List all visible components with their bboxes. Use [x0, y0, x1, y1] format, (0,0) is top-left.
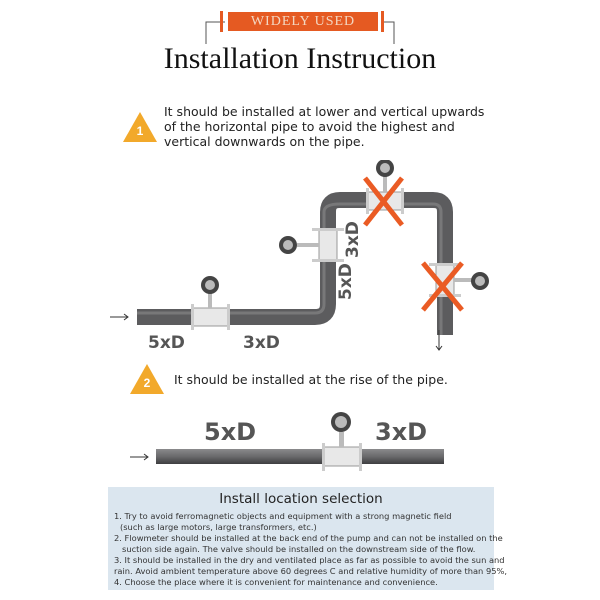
label-5xd-upstream: 5xD	[148, 333, 185, 353]
label-3xd-downstream: 3xD	[243, 333, 280, 353]
banner-bar-left	[220, 11, 223, 32]
label-3xd-vertical: 3xD	[343, 221, 363, 258]
location-line-1: 1. Try to avoid ferromagnetic objects an…	[114, 511, 452, 521]
install-location-title: Install location selection	[219, 491, 383, 507]
location-line-3: 3. It should be installed in the dry and…	[114, 555, 505, 565]
location-line-3b: rain. Avoid ambient temperature above 60…	[114, 566, 508, 576]
page-title: Installation Instruction	[163, 42, 437, 75]
label-5xd-straight: 5xD	[204, 418, 257, 446]
pipe-diagram-2	[130, 412, 444, 471]
step-2-warning-icon: 2	[130, 364, 164, 394]
label-3xd-straight: 3xD	[375, 418, 428, 446]
location-line-1b: (such as large motors, large transformer…	[120, 522, 317, 532]
location-line-2: 2. Flowmeter should be installed at the …	[114, 533, 503, 543]
location-line-2b: suction side again. The valve should be …	[122, 544, 476, 554]
label-5xd-vertical: 5xD	[336, 263, 356, 300]
banner: WIDELY USED	[200, 10, 400, 46]
install-location-box: Install location selection 1. Try to avo…	[108, 487, 507, 590]
flowmeter-ok-horizontal	[191, 276, 230, 330]
step-1-warning-icon: 1	[123, 112, 157, 142]
banner-bracket-lines	[205, 21, 395, 44]
banner-bar-right	[381, 11, 384, 32]
pipe-diagram-1	[110, 160, 489, 351]
step-1-text: It should be installed at lower and vert…	[164, 104, 485, 149]
flowmeter-ok-vertical	[279, 228, 344, 262]
flowmeter-forbidden-vertical-down	[421, 261, 489, 312]
banner-label: WIDELY USED	[228, 12, 378, 31]
location-line-4: 4. Choose the place where it is convenie…	[114, 577, 438, 587]
flowmeter-forbidden-top	[363, 160, 404, 227]
step-2-text: It should be installed at the rise of th…	[174, 372, 448, 387]
